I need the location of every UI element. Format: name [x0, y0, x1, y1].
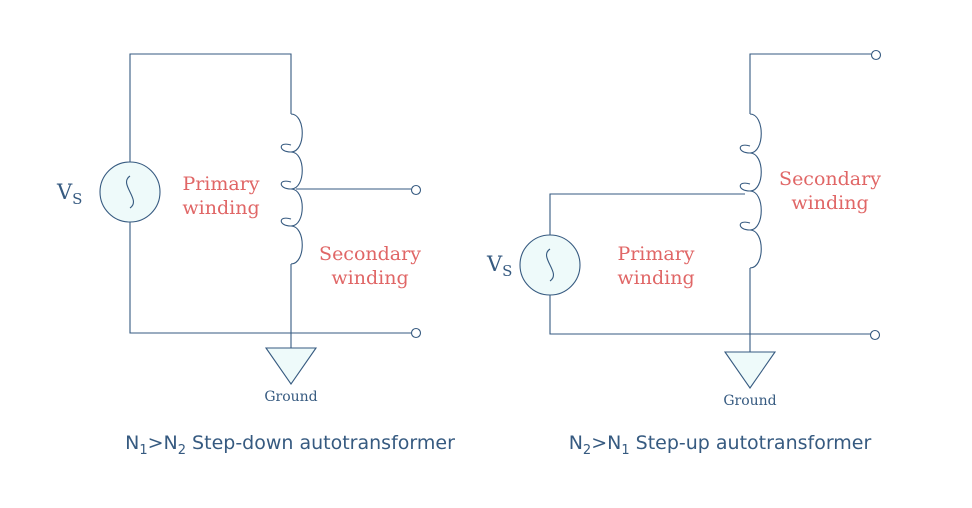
left-bottom-wire [129, 222, 291, 334]
right-caption: N2>N1 Step-up autotransformer [569, 432, 872, 458]
right-autotransformer-coil [739, 113, 762, 269]
left-ac-source-icon [99, 161, 161, 223]
left-output-terminal-bottom[interactable] [410, 327, 422, 339]
left-output-terminal-top[interactable] [410, 184, 422, 196]
right-bottom-wire [549, 295, 871, 335]
left-primary-label-line2: winding [182, 197, 259, 219]
right-secondary-label-line1: Secondary [779, 168, 881, 190]
left-caption: N1>N2 Step-down autotransformer [125, 432, 455, 458]
right-ground-label: Ground [723, 393, 776, 409]
right-circuit: VS Primary winding Secondary winding Gro… [486, 49, 882, 458]
right-primary-label-line1: Primary [617, 243, 694, 265]
right-ac-source-icon [519, 234, 581, 296]
right-secondary-label-line2: winding [791, 192, 868, 214]
left-circuit: VS Primary winding Secondary winding Gro… [56, 53, 455, 458]
right-top-output-wire [749, 53, 871, 114]
left-top-wire [129, 53, 292, 162]
right-primary-label-line2: winding [617, 267, 694, 289]
right-output-terminal-bottom[interactable] [869, 329, 881, 341]
left-primary-label-line1: Primary [182, 173, 259, 195]
right-ground-icon [723, 351, 777, 389]
left-ground-icon [264, 347, 318, 385]
right-source-label: VS [486, 252, 512, 280]
left-autotransformer-coil [280, 113, 303, 265]
left-secondary-label-line1: Secondary [319, 243, 421, 265]
right-output-terminal-top[interactable] [870, 49, 882, 61]
right-source-top-wire [549, 193, 745, 235]
left-secondary-label-line2: winding [331, 267, 408, 289]
left-ground-label: Ground [264, 389, 317, 405]
left-source-label: VS [56, 180, 82, 208]
